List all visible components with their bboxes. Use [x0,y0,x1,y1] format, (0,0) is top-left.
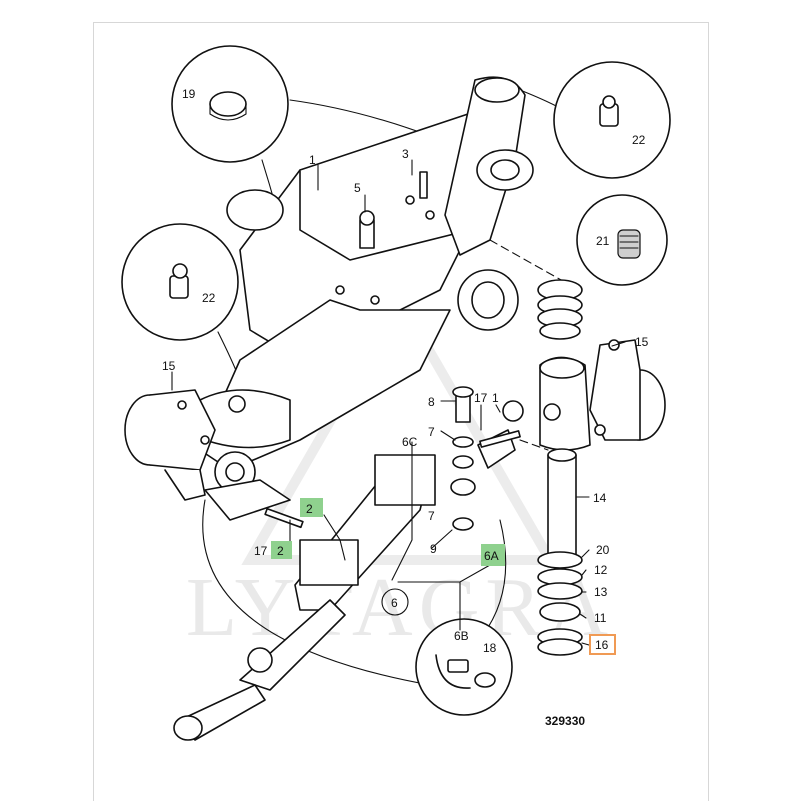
callout-17-right: 17 [474,391,488,405]
washer-20 [537,551,583,569]
callout-18: 18 [483,641,497,655]
pin-17-left [264,507,304,529]
pin-washer-group [450,386,524,531]
pivot-boss-left [226,189,284,231]
spacer-11 [539,602,581,622]
callout-5: 5 [354,181,361,195]
washer-7 [452,436,474,448]
callout-15-left: 15 [162,359,176,373]
callout-circle-6 [381,588,409,616]
callout-19: 19 [182,87,196,101]
callout-14: 14 [593,491,607,505]
callout-6: 6 [391,596,398,610]
callout-3: 3 [402,147,409,161]
callout-21: 21 [596,234,610,248]
watermark-triangle [241,289,559,565]
callout-16: 16 [595,638,609,652]
plug-21 [617,229,641,259]
pin-3 [419,171,428,199]
callout-15-right: 15 [635,335,649,349]
kingpin-stack [537,279,591,656]
grease-nipple-left [169,275,189,299]
callout-leaders [171,159,626,646]
callout-17-left: 17 [254,544,268,558]
bearing-13 [537,582,583,600]
cylinder-clamp-bottom [299,539,359,586]
detail-circle-6B [415,618,513,716]
highlight-2-upper [300,498,323,517]
callout-13: 13 [594,585,608,599]
detail-circle-19 [171,45,289,163]
callout-22-top: 22 [632,133,646,147]
hub-right-15 [589,339,666,441]
highlight-6A [481,544,505,566]
callout-6B: 6B [454,629,469,643]
pin-17-right [479,430,521,448]
callout-8: 8 [428,395,435,409]
cylinder-clamp-top [374,454,436,506]
callout-6C: 6C [402,435,418,449]
callout-1: 1 [309,153,316,167]
callout-12: 12 [594,563,608,577]
detail-circle-21 [576,194,668,286]
callout-2-upper: 2 [306,502,313,516]
callout-22-left: 22 [202,291,216,305]
axle-end-left [199,389,291,449]
callout-7-lower: 7 [428,509,435,523]
seal-6C [452,455,474,469]
callout-labels: 1 1 2 2 3 5 6 6A 6B 6C 7 7 8 9 11 12 13 … [162,87,649,655]
callout-11: 11 [594,611,607,625]
axle-housing [199,76,534,521]
callout-20: 20 [596,543,610,557]
steering-assembly [173,454,436,741]
highlight-16 [589,634,616,655]
highlight-2-lower [271,541,292,559]
detail-circle-22-left [121,223,239,341]
callout-6A: 6A [484,549,499,563]
plug-19 [209,91,247,117]
washer-9 [452,517,474,531]
callout-2-lower: 2 [277,544,284,558]
drawing-number: 329330 [545,714,585,728]
hub-left-15 [124,389,216,501]
callout-9: 9 [430,542,437,556]
fitting-6B [447,659,469,673]
detail-circle-22-top [553,61,671,179]
callout-1b: 1 [492,391,499,405]
callout-7-upper: 7 [428,425,435,439]
cap-18 [474,672,496,688]
kingpin-14 [547,454,577,556]
